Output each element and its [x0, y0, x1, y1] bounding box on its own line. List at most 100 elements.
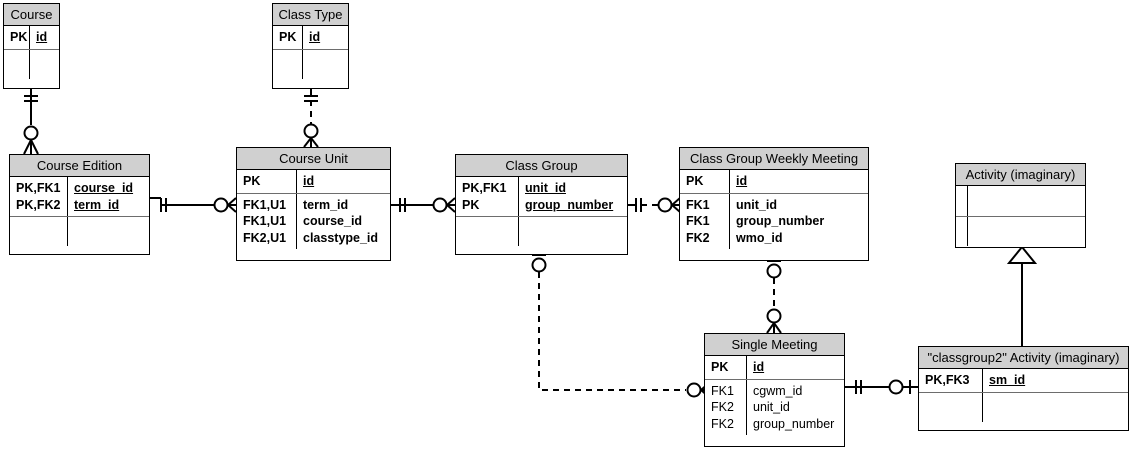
attribute-name: group_number: [753, 416, 835, 431]
key-column: PK: [237, 170, 297, 193]
attribute-name: group_number: [525, 197, 613, 214]
attribute-key: FK1: [711, 383, 734, 398]
attribute-name: unit_id: [736, 197, 777, 212]
attribute-column: id: [297, 170, 319, 193]
key-column: PK: [4, 26, 30, 49]
entity-title-course_edition: Course Edition: [10, 155, 149, 177]
attribute-key: FK2: [686, 230, 710, 245]
attribute-key: FK2: [711, 400, 734, 414]
attribute-column: [968, 217, 979, 246]
attribute-key: FK1: [686, 197, 710, 212]
attribute-key: PK: [462, 197, 480, 212]
attribute-key: PK,FK3: [925, 373, 970, 387]
attribute-name-text: id: [36, 30, 48, 44]
attribute-name: course_id: [74, 180, 133, 197]
attribute-column: term_id course_id classtype_id: [297, 194, 383, 250]
attribute-name: term_id: [303, 197, 349, 212]
attribute-column: [519, 217, 530, 246]
attribute-name: id: [36, 29, 47, 46]
entity-title-activity_imaginary: Activity (imaginary): [956, 164, 1085, 186]
attribute-name: term_id: [74, 197, 133, 214]
edge-class-group-to-single-meeting: [531, 254, 710, 398]
entity-section-class_type-1: [273, 48, 348, 79]
attribute-key: FK2: [711, 416, 734, 431]
attribute-column: id: [747, 356, 769, 379]
attribute-name-text: id: [736, 174, 748, 188]
edge-classgroup2-activity-inherits-activity: [1006, 245, 1038, 346]
attribute-column: id: [730, 170, 752, 193]
attribute-name: id: [753, 359, 764, 376]
attribute-column: id: [30, 26, 52, 49]
edge-course-to-course-edition: [23, 89, 39, 155]
entity-section-classgroup2_activity_imaginary-1: [919, 391, 1128, 422]
attribute-name-text: group_number: [525, 197, 614, 212]
attribute-name: classtype_id: [303, 230, 379, 245]
attribute-column: unit_id group_number: [519, 177, 618, 216]
attribute-key: PK,FK1: [462, 181, 507, 195]
entity-classgroup2_activity_imaginary[interactable]: "classgroup2" Activity (imaginary)PK,FK3…: [918, 346, 1129, 431]
attribute-name: course_id: [303, 214, 363, 228]
key-column: [919, 392, 983, 422]
attribute-name-text: id: [303, 174, 315, 188]
attribute-column: [968, 186, 979, 216]
attribute-name: id: [309, 29, 320, 46]
entity-title-class_group_weekly_meeting: Class Group Weekly Meeting: [680, 148, 868, 170]
key-column: [956, 186, 968, 216]
attribute-column: id: [303, 26, 325, 49]
attribute-key: FK1: [686, 214, 710, 228]
entity-section-course-1: [4, 48, 59, 79]
attribute-name: unit_id: [525, 180, 613, 197]
attribute-column: [983, 393, 994, 422]
attribute-name-text: id: [753, 360, 765, 374]
key-column: [956, 217, 968, 246]
attribute-name: id: [736, 173, 747, 190]
attribute-name: id: [303, 173, 314, 190]
entity-section-activity_imaginary-0: [956, 186, 1085, 216]
attribute-name-text: unit_id: [525, 181, 566, 195]
attribute-key: PK: [686, 174, 704, 188]
attribute-key: PK: [10, 30, 28, 44]
attribute-name: wmo_id: [736, 230, 783, 245]
key-column: PK: [705, 356, 747, 379]
entity-title-class_group: Class Group: [456, 155, 627, 177]
attribute-name-text: term_id: [74, 197, 120, 212]
attribute-column: [30, 50, 41, 79]
entity-section-course_edition-1: [10, 216, 149, 246]
attribute-key: PK: [243, 174, 261, 188]
entity-section-class_group-1: [456, 216, 627, 246]
edge-single-meeting-to-classgroup2-activity: [845, 379, 918, 395]
attribute-name: sm_id: [989, 372, 1025, 389]
attribute-key: FK2,U1: [243, 230, 287, 245]
edge-class-type-to-course-unit: [303, 89, 319, 148]
entity-section-course_unit-0: PK id: [237, 170, 390, 193]
entity-section-single_meeting-0: PK id: [705, 356, 844, 379]
entity-section-class_group_weekly_meeting-0: PK id: [680, 170, 868, 193]
entity-activity_imaginary[interactable]: Activity (imaginary): [955, 163, 1086, 248]
attribute-name-text: id: [309, 30, 321, 44]
attribute-name: cgwm_id: [753, 383, 803, 398]
entity-title-course_unit: Course Unit: [237, 148, 390, 170]
key-column: [456, 217, 519, 246]
attribute-key: FK1,U1: [243, 197, 287, 212]
attribute-column: [303, 50, 314, 79]
entity-section-course-0: PK id: [4, 26, 59, 49]
key-column: [10, 217, 68, 246]
key-column: PK,FK3: [919, 369, 983, 392]
